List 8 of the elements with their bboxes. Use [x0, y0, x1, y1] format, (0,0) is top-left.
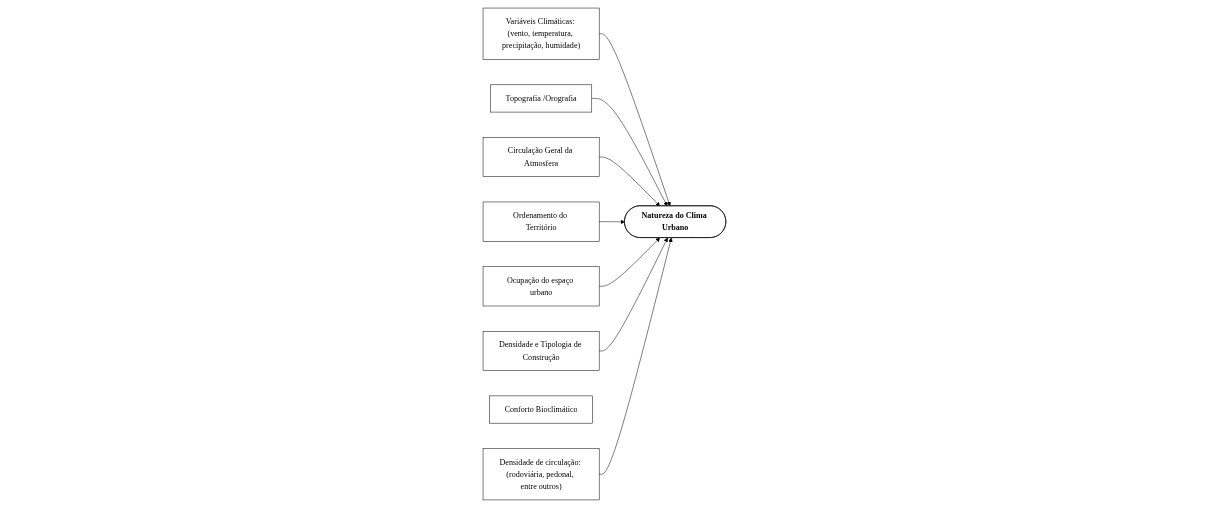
node-box: Conforto Bioclimático: [488, 395, 593, 424]
node-box: Densidade e Tipologia de Construção: [482, 331, 599, 371]
node-box: Ocupação do espaço urbano: [482, 266, 599, 307]
node-box: Variáveis Climáticas: (vento, temperatura, precipitação, humidade): [482, 7, 599, 60]
node-box: Circulação Geral da Atmosfera: [482, 137, 599, 177]
node-box: Topografia /Orografia: [489, 84, 592, 113]
node-box: Ordenamento do Território: [482, 201, 599, 242]
node-box: Densidade de circulação: (rodoviária, pedonal, entre outros): [482, 448, 599, 501]
